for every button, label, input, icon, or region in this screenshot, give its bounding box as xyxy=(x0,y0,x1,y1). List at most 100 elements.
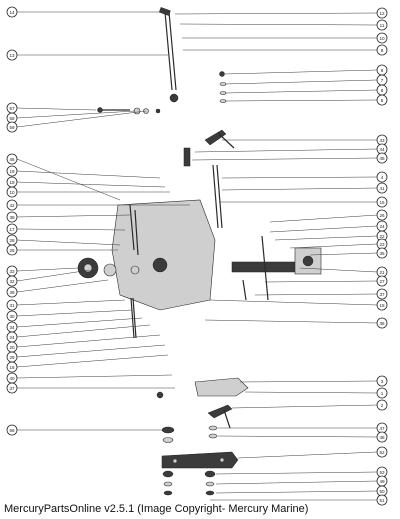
callout-left-8-label: 10 xyxy=(9,190,15,195)
callout-left-15-label: 32 xyxy=(9,279,15,284)
callout-left-23: 16 xyxy=(6,354,169,373)
callout-right-22-leader xyxy=(209,299,378,306)
callout-right-21: 37 xyxy=(254,288,388,300)
pinion-gear xyxy=(152,257,168,273)
callout-left-1-label: 13 xyxy=(9,53,15,58)
callout-right-1: 11 xyxy=(179,19,388,31)
callout-left-10: 38 xyxy=(6,211,131,223)
callout-left-26-label: 56 xyxy=(9,428,15,433)
callout-right-11: 4 xyxy=(221,171,388,183)
callout-right-4: 8 xyxy=(224,64,388,76)
anode xyxy=(161,426,175,434)
callout-left-2: 57 xyxy=(6,102,97,114)
callout-right-0-leader xyxy=(174,12,378,15)
shift-rod-tip xyxy=(158,7,171,16)
callout-left-20: 24 xyxy=(6,324,151,343)
callout-left-25-label: 37 xyxy=(9,386,15,391)
callout-right-9-leader xyxy=(194,148,378,153)
callout-right-7: 5 xyxy=(224,94,388,106)
callout-right-26-leader xyxy=(231,404,378,409)
callout-right-14-label: 26 xyxy=(379,213,385,218)
gear-housing xyxy=(111,199,216,311)
callout-left-24-leader xyxy=(16,374,173,379)
callout-left-5: 46 xyxy=(6,153,121,201)
callout-right-19-leader xyxy=(299,267,378,273)
callout-left-18-label: 30 xyxy=(9,314,15,319)
callout-right-16: 22 xyxy=(274,230,388,242)
callout-right-30-leader xyxy=(215,471,378,475)
callout-right-33: 51 xyxy=(210,494,388,506)
callout-left-9-label: 42 xyxy=(9,203,15,208)
callout-right-15-leader xyxy=(269,225,378,233)
callout-left-7-leader xyxy=(16,181,166,188)
callout-right-20: 27 xyxy=(264,275,388,287)
callout-left-21-leader xyxy=(16,334,161,348)
callout-left-8: 10 xyxy=(6,186,170,198)
callout-right-29-label: 52 xyxy=(379,450,385,455)
callout-left-16-label: 39 xyxy=(9,290,15,295)
callout-left-4-leader xyxy=(16,110,147,128)
callout-left-19-label: 34 xyxy=(9,325,15,330)
callout-right-17-leader xyxy=(289,243,378,249)
callout-left-12-label: 28 xyxy=(9,238,15,243)
callout-left-12-leader xyxy=(16,239,121,246)
shift-rod xyxy=(164,11,173,91)
callout-right-28-leader xyxy=(217,435,378,438)
callout-left-15-leader xyxy=(16,269,91,282)
water-pump-key xyxy=(204,129,227,146)
callout-right-24-leader xyxy=(239,380,378,383)
callout-right-22: 18 xyxy=(209,299,388,311)
callout-right-8: 43 xyxy=(222,134,388,146)
callout-right-28: 48 xyxy=(217,431,388,443)
callout-right-25: 1 xyxy=(244,387,388,399)
callout-right-18: 35 xyxy=(309,247,388,259)
callout-right-27-label: 47 xyxy=(379,426,385,431)
callout-right-12: 41 xyxy=(221,182,388,194)
callout-left-2-label: 57 xyxy=(9,106,15,111)
callout-left-21: 20 xyxy=(6,334,161,353)
callout-right-19-label: 21 xyxy=(379,270,385,275)
callout-right-31-leader xyxy=(215,480,378,485)
callout-left-3-leader xyxy=(16,110,136,119)
callout-left-3: 58 xyxy=(6,110,136,124)
callout-right-16-leader xyxy=(274,235,378,241)
callout-right-26: 2 xyxy=(231,399,388,411)
callout-left-16-leader xyxy=(16,279,109,293)
callout-right-9: 44 xyxy=(194,143,388,155)
callout-right-14-leader xyxy=(269,214,378,223)
callout-right-6-leader xyxy=(224,89,378,94)
parts-artwork xyxy=(77,7,322,496)
callout-right-13-label: 15 xyxy=(379,200,385,205)
callout-right-3-label: 9 xyxy=(381,48,384,53)
callout-left-23-leader xyxy=(16,354,169,368)
callout-right-12-label: 41 xyxy=(379,186,385,191)
callout-left-22-label: 29 xyxy=(9,355,15,360)
callout-left-5-label: 46 xyxy=(9,157,15,162)
callout-left-18: 30 xyxy=(6,309,133,322)
callout-right-23-label: 36 xyxy=(379,321,385,326)
callout-right-5-label: 7 xyxy=(381,78,384,83)
callout-right-32: 50 xyxy=(215,485,388,497)
callout-left-18-leader xyxy=(16,309,133,317)
callout-right-3: 9 xyxy=(183,44,388,56)
callout-right-1-leader xyxy=(179,23,378,26)
callout-right-4-label: 8 xyxy=(381,68,384,73)
callout-left-19-leader xyxy=(16,317,143,328)
callout-left-1: 13 xyxy=(6,49,168,61)
callout-right-10-label: 45 xyxy=(379,156,385,161)
callout-right-20-label: 27 xyxy=(379,279,385,284)
callout-left-7-label: 18 xyxy=(9,180,15,185)
callout-right-21-label: 37 xyxy=(379,292,385,297)
callout-right-23-leader xyxy=(204,319,378,324)
callout-left-13: 25 xyxy=(6,244,118,256)
callout-right-24-label: 3 xyxy=(381,379,384,384)
callout-right-29: 52 xyxy=(237,446,388,459)
callout-right-30: 53 xyxy=(215,466,388,478)
callout-left-19: 34 xyxy=(6,317,143,333)
callout-left-14-label: 33 xyxy=(9,269,15,274)
callout-left-4-label: 59 xyxy=(9,125,15,130)
callout-right-21-leader xyxy=(254,293,378,296)
callout-left-11-label: 17 xyxy=(9,227,15,232)
callout-left-7: 18 xyxy=(6,176,166,188)
water-pump-base xyxy=(161,451,239,469)
